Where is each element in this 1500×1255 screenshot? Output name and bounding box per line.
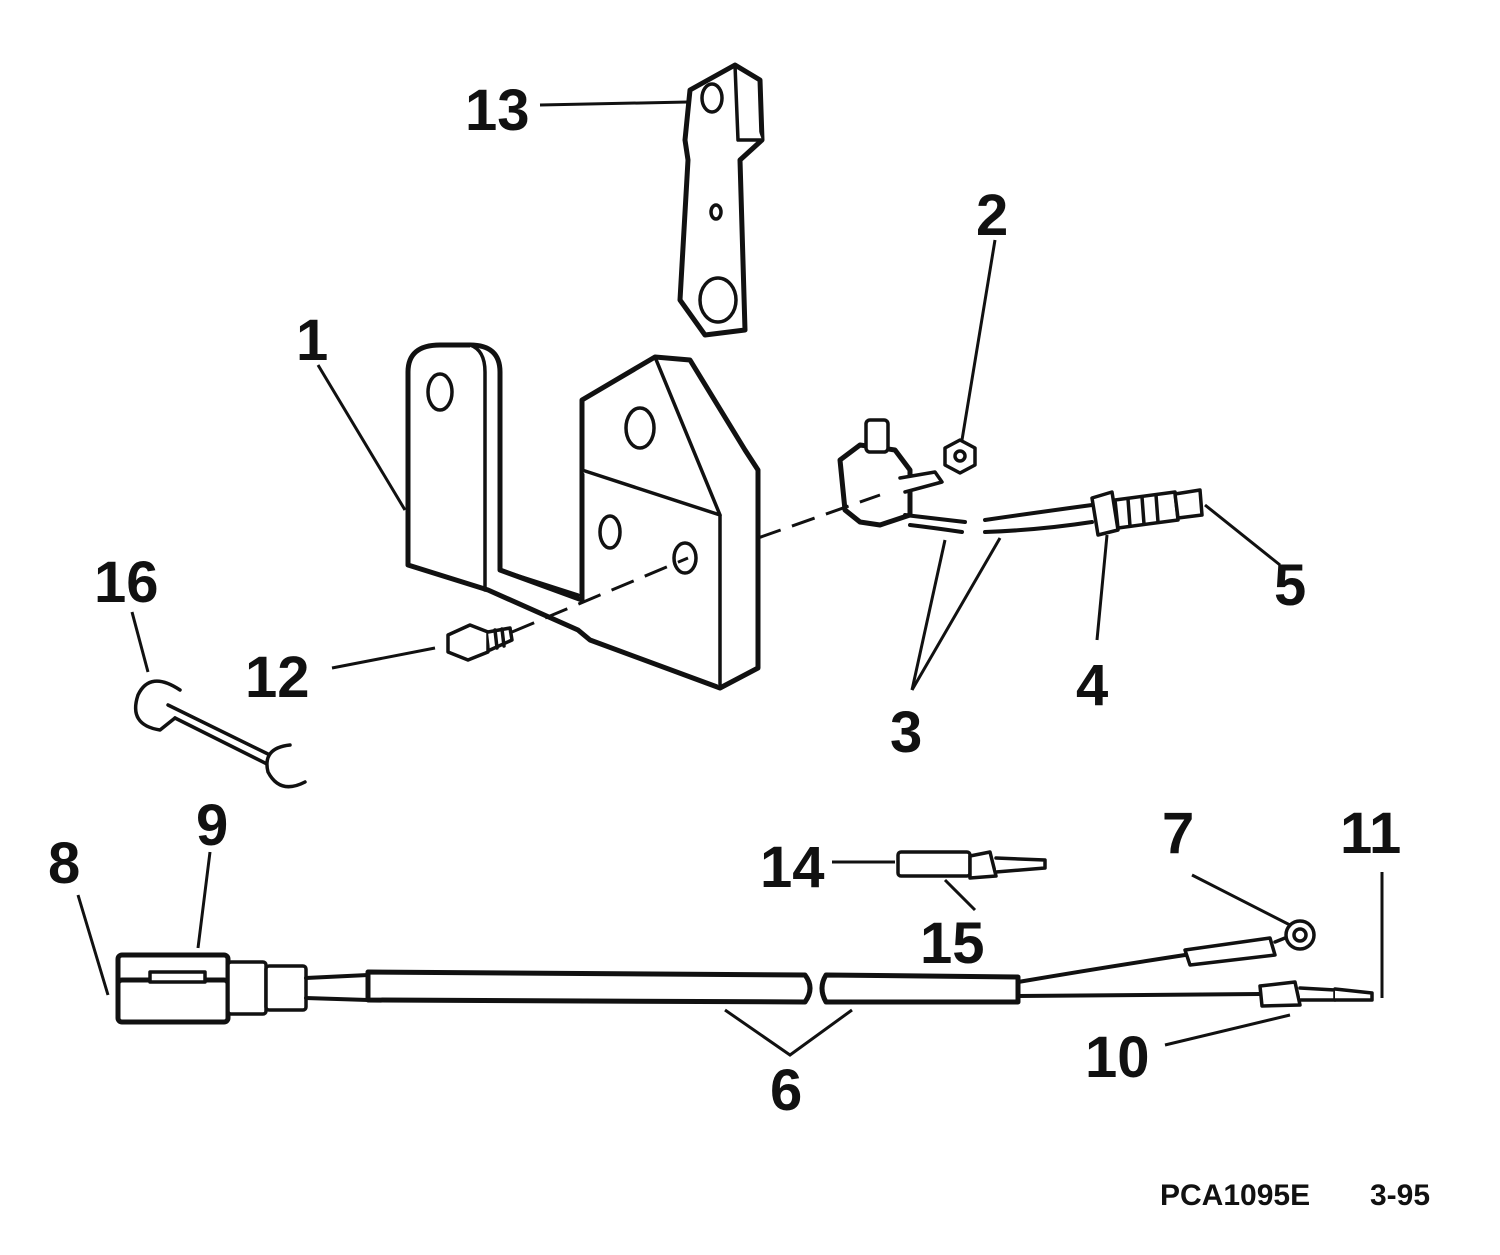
leader-lines (76, 100, 1384, 1057)
callout-5: 5 (1274, 553, 1306, 618)
part-14-15-pin (896, 850, 1047, 880)
callout-6: 6 (770, 1058, 802, 1123)
part-16-clip (133, 679, 307, 789)
part-4-5-lead (983, 488, 1204, 537)
part-6-harness (115, 919, 1374, 1025)
callout-9: 9 (196, 793, 228, 858)
callout-3: 3 (890, 700, 922, 765)
figure-code: PCA1095E (1160, 1179, 1310, 1212)
assembly-line-switch (757, 493, 881, 540)
part-1-bracket (405, 342, 761, 691)
callout-16: 16 (94, 550, 159, 615)
callout-8: 8 (48, 831, 80, 896)
callout-1: 1 (296, 308, 328, 373)
callout-15: 15 (920, 911, 985, 976)
callout-12: 12 (245, 645, 310, 710)
callout-10: 10 (1085, 1025, 1150, 1090)
part-12-screw (446, 623, 514, 662)
callout-7: 7 (1162, 801, 1194, 866)
callout-11: 11 (1340, 801, 1401, 866)
part-13-lever (677, 62, 765, 338)
page-number: 3-95 (1370, 1179, 1430, 1212)
callout-13: 13 (465, 78, 530, 143)
part-2-nut (943, 438, 977, 475)
assembly-line-screw (511, 556, 689, 634)
callout-4: 4 (1076, 653, 1108, 718)
callout-14: 14 (760, 835, 825, 900)
part-3-switch (837, 418, 967, 534)
callout-2: 2 (976, 183, 1008, 248)
